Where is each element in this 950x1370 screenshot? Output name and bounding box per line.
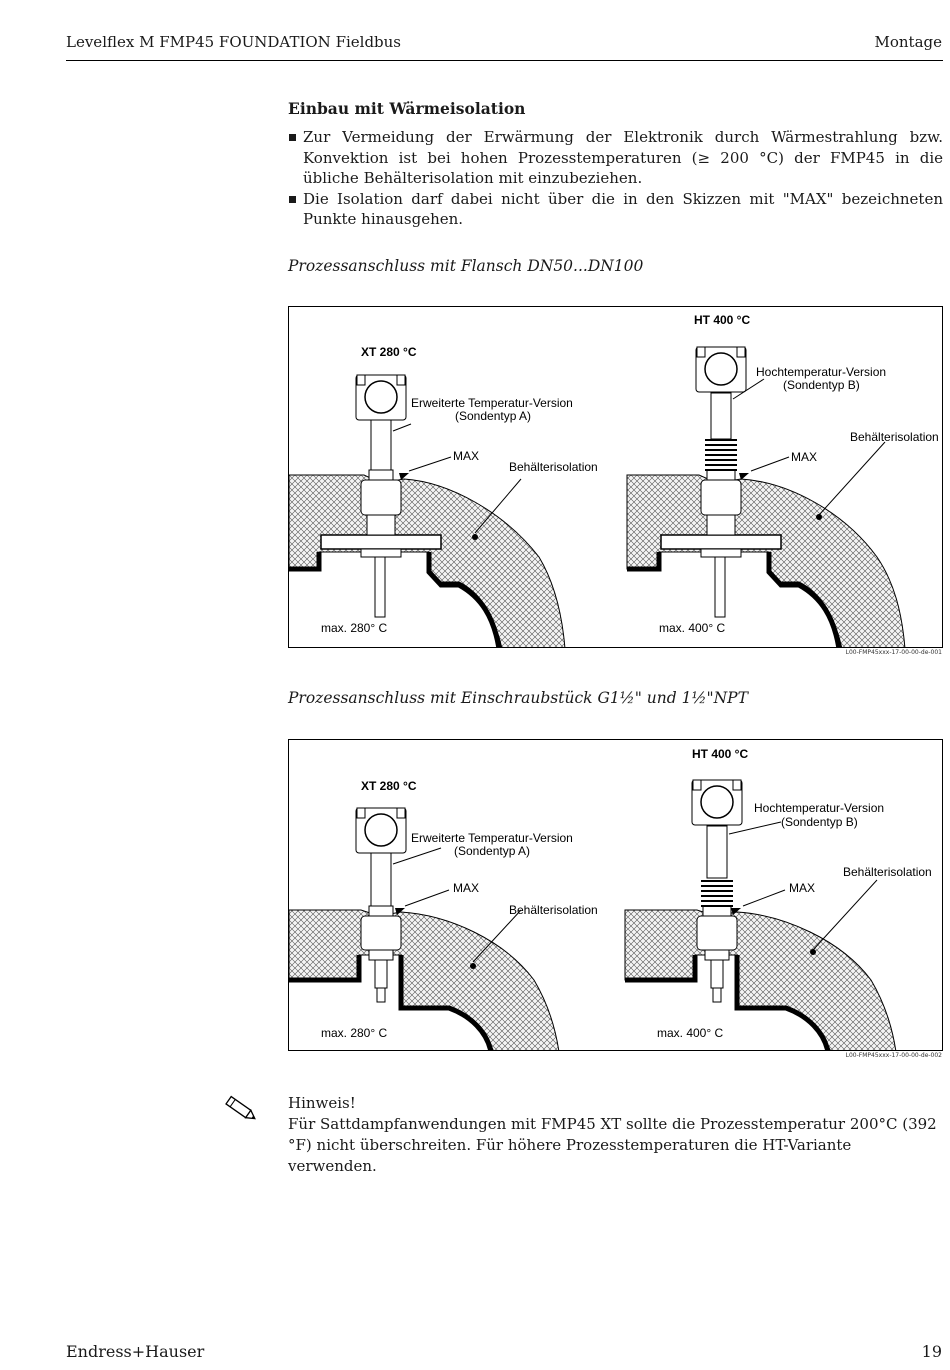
max-label-right: MAX: [789, 881, 815, 895]
ht-label: HT 400 °C: [694, 313, 750, 327]
bullet-item: Zur Vermeidung der Erwärmung der Elektro…: [288, 127, 943, 189]
figure1-code: L00-FMP45xxx-17-00-00-de-001: [845, 649, 942, 656]
figure2-caption: Prozessanschluss mit Einschraubstück G1½…: [288, 689, 748, 707]
max-temp-right: max. 400° C: [657, 1026, 723, 1040]
xt-flange-sketch: [289, 374, 566, 647]
ext-version-label: Erweiterte Temperatur-Version: [411, 396, 573, 410]
bullet-item: Die Isolation darf dabei nicht über die …: [288, 189, 943, 230]
header-section: Montage: [874, 33, 943, 51]
max-temp-right: max. 400° C: [659, 621, 725, 635]
insulation-label-right: Behälterisolation: [850, 430, 939, 444]
note-block: Hinweis! Für Sattdampfanwendungen mit FM…: [288, 1093, 943, 1177]
max-label-left: MAX: [453, 881, 479, 895]
insulation-label-right: Behälterisolation: [843, 865, 932, 879]
max-label-right: MAX: [791, 450, 817, 464]
note-text: Für Sattdampfanwendungen mit FMP45 XT so…: [288, 1115, 937, 1175]
page-number: 19: [921, 1342, 942, 1361]
header-title: Levelflex M FMP45 FOUNDATION Fieldbus: [66, 33, 402, 51]
insulation-label-left: Behälterisolation: [509, 903, 598, 917]
figure2-code: L00-FMP45xxx-17-00-00-de-002: [845, 1052, 942, 1059]
bullet-list: Zur Vermeidung der Erwärmung der Elektro…: [288, 127, 943, 230]
header-rule: [66, 60, 943, 61]
insulation-label-left: Behälterisolation: [509, 460, 598, 474]
ht-version-label: Hochtemperatur-Version: [754, 801, 884, 815]
xt-thread-sketch: [289, 807, 560, 1050]
note-title: Hinweis!: [288, 1094, 356, 1112]
ext-version-type: (Sondentyp A): [455, 409, 531, 423]
footer-company: Endress+Hauser: [66, 1342, 205, 1361]
xt-label: XT 280 °C: [361, 345, 417, 359]
xt-label: XT 280 °C: [361, 779, 417, 793]
ht-label: HT 400 °C: [692, 747, 748, 761]
pencil-icon: [222, 1093, 262, 1125]
figure2-diagram: XT 280 °C HT 400 °C Erweiterte Temperatu…: [288, 739, 943, 1051]
ht-version-label: Hochtemperatur-Version: [756, 365, 886, 379]
ht-flange-sketch: [626, 346, 906, 647]
max-temp-left: max. 280° C: [321, 621, 387, 635]
ht-version-type: (Sondentyp B): [783, 378, 860, 392]
max-temp-left: max. 280° C: [321, 1026, 387, 1040]
ht-version-type: (Sondentyp B): [781, 815, 858, 829]
section-title: Einbau mit Wärmeisolation: [288, 99, 526, 118]
ext-version-type: (Sondentyp A): [454, 844, 530, 858]
figure1-caption: Prozessanschluss mit Flansch DN50...DN10…: [288, 257, 644, 275]
figure1-diagram: XT 280 °C HT 400 °C Erweiterte Temperatu…: [288, 306, 943, 648]
ht-thread-sketch: [624, 779, 897, 1050]
ext-version-label: Erweiterte Temperatur-Version: [411, 831, 573, 845]
max-label-left: MAX: [453, 449, 479, 463]
